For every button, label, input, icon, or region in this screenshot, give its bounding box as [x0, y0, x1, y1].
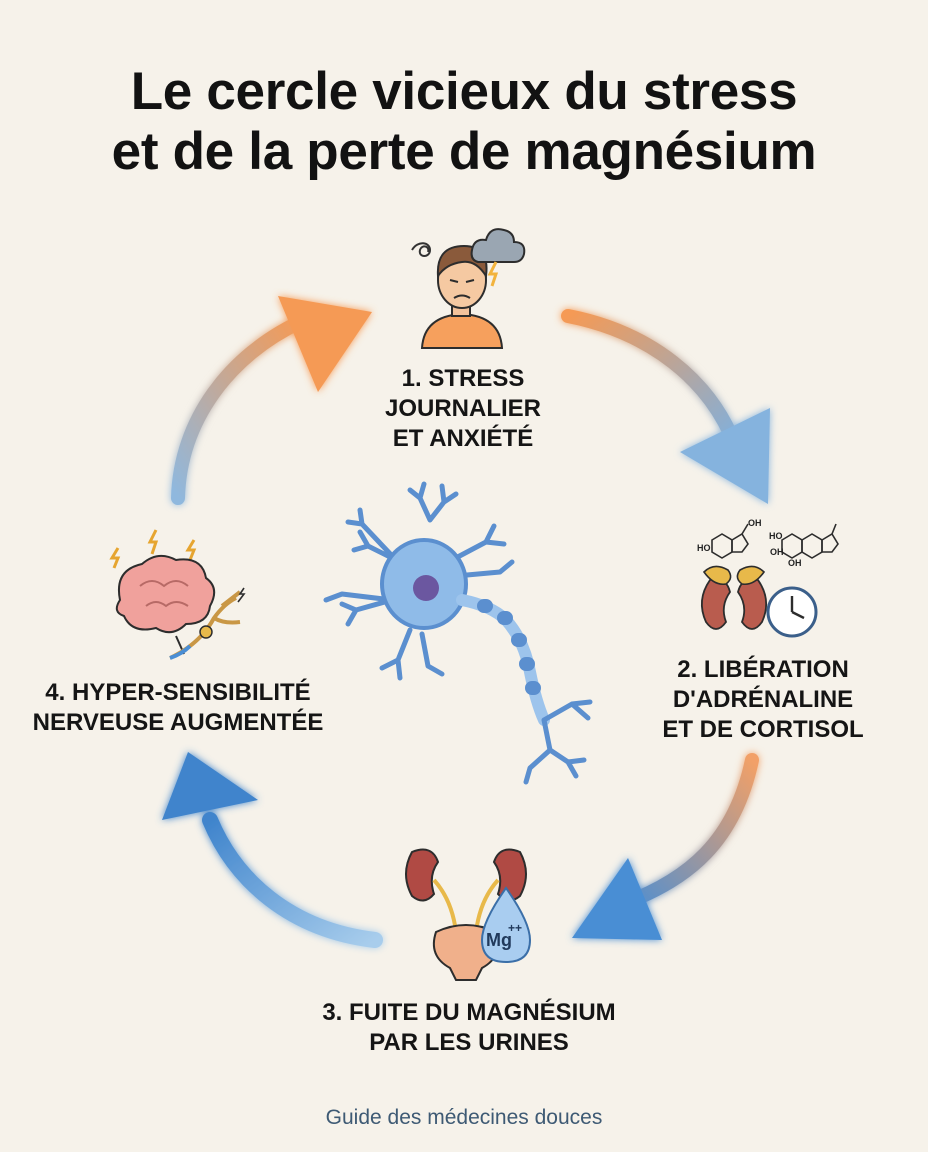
- molecule-ho-label-2: HO: [769, 531, 783, 541]
- step-1-label: 1. STRESS JOURNALIER ET ANXIÉTÉ: [373, 364, 553, 454]
- mg-charge-label: ++: [508, 921, 522, 935]
- step-4-line-1: 4. HYPER-SENSIBILITÉ: [45, 679, 311, 706]
- step-2-line-2: D'ADRÉNALINE: [672, 686, 854, 713]
- stressed-person-icon: [411, 228, 526, 349]
- molecule-oh-label: OH: [748, 518, 762, 528]
- title-line-1: Le cercle vicieux du stress: [130, 62, 798, 121]
- cycle-arrow-4-to-1: [171, 296, 372, 505]
- brain-nerve-icon: [109, 529, 246, 660]
- step-4-line-2: NERVEUSE AUGMENTÉE: [32, 709, 324, 736]
- step-3-line-2: PAR LES URINES: [369, 1029, 569, 1056]
- cycle-arrow-2-to-3: [572, 753, 759, 940]
- step-1-line-3: ET ANXIÉTÉ: [392, 425, 534, 452]
- step-2-line-1: 2. LIBÉRATION: [677, 656, 849, 683]
- kidneys-bladder-icon: Mg ++: [405, 848, 532, 981]
- cycle-arrow-3-to-4: [162, 752, 383, 948]
- step-4-label: 4. HYPER-SENSIBILITÉ NERVEUSE AUGMENTÉE: [28, 678, 328, 738]
- step-2-line-3: ET DE CORTISOL: [662, 716, 864, 743]
- footer-credit: Guide des médecines douces: [325, 1106, 603, 1129]
- step-2-label: 2. LIBÉRATION D'ADRÉNALINE ET DE CORTISO…: [658, 655, 868, 745]
- molecule-oh-label-3: OH: [788, 558, 802, 568]
- page-title: Le cercle vicieux du stress et de la per…: [0, 62, 928, 182]
- step-1-line-2: JOURNALIER: [384, 395, 541, 422]
- step-3-label: 3. FUITE DU MAGNÉSIUM PAR LES URINES: [314, 998, 624, 1058]
- adrenal-glands-clock-icon: OH HO HO OH OH: [697, 518, 839, 638]
- step-3-line-1: 3. FUITE DU MAGNÉSIUM: [322, 999, 616, 1026]
- molecule-oh-label-2: OH: [770, 547, 784, 557]
- mg-label: Mg: [486, 930, 512, 950]
- title-line-2: et de la perte de magnésium: [111, 122, 817, 181]
- cycle-arrow-1-to-2: [561, 309, 770, 504]
- neuron-illustration: [323, 481, 593, 785]
- step-1-line-1: 1. STRESS: [401, 365, 525, 392]
- molecule-ho-label-1: HO: [697, 543, 711, 553]
